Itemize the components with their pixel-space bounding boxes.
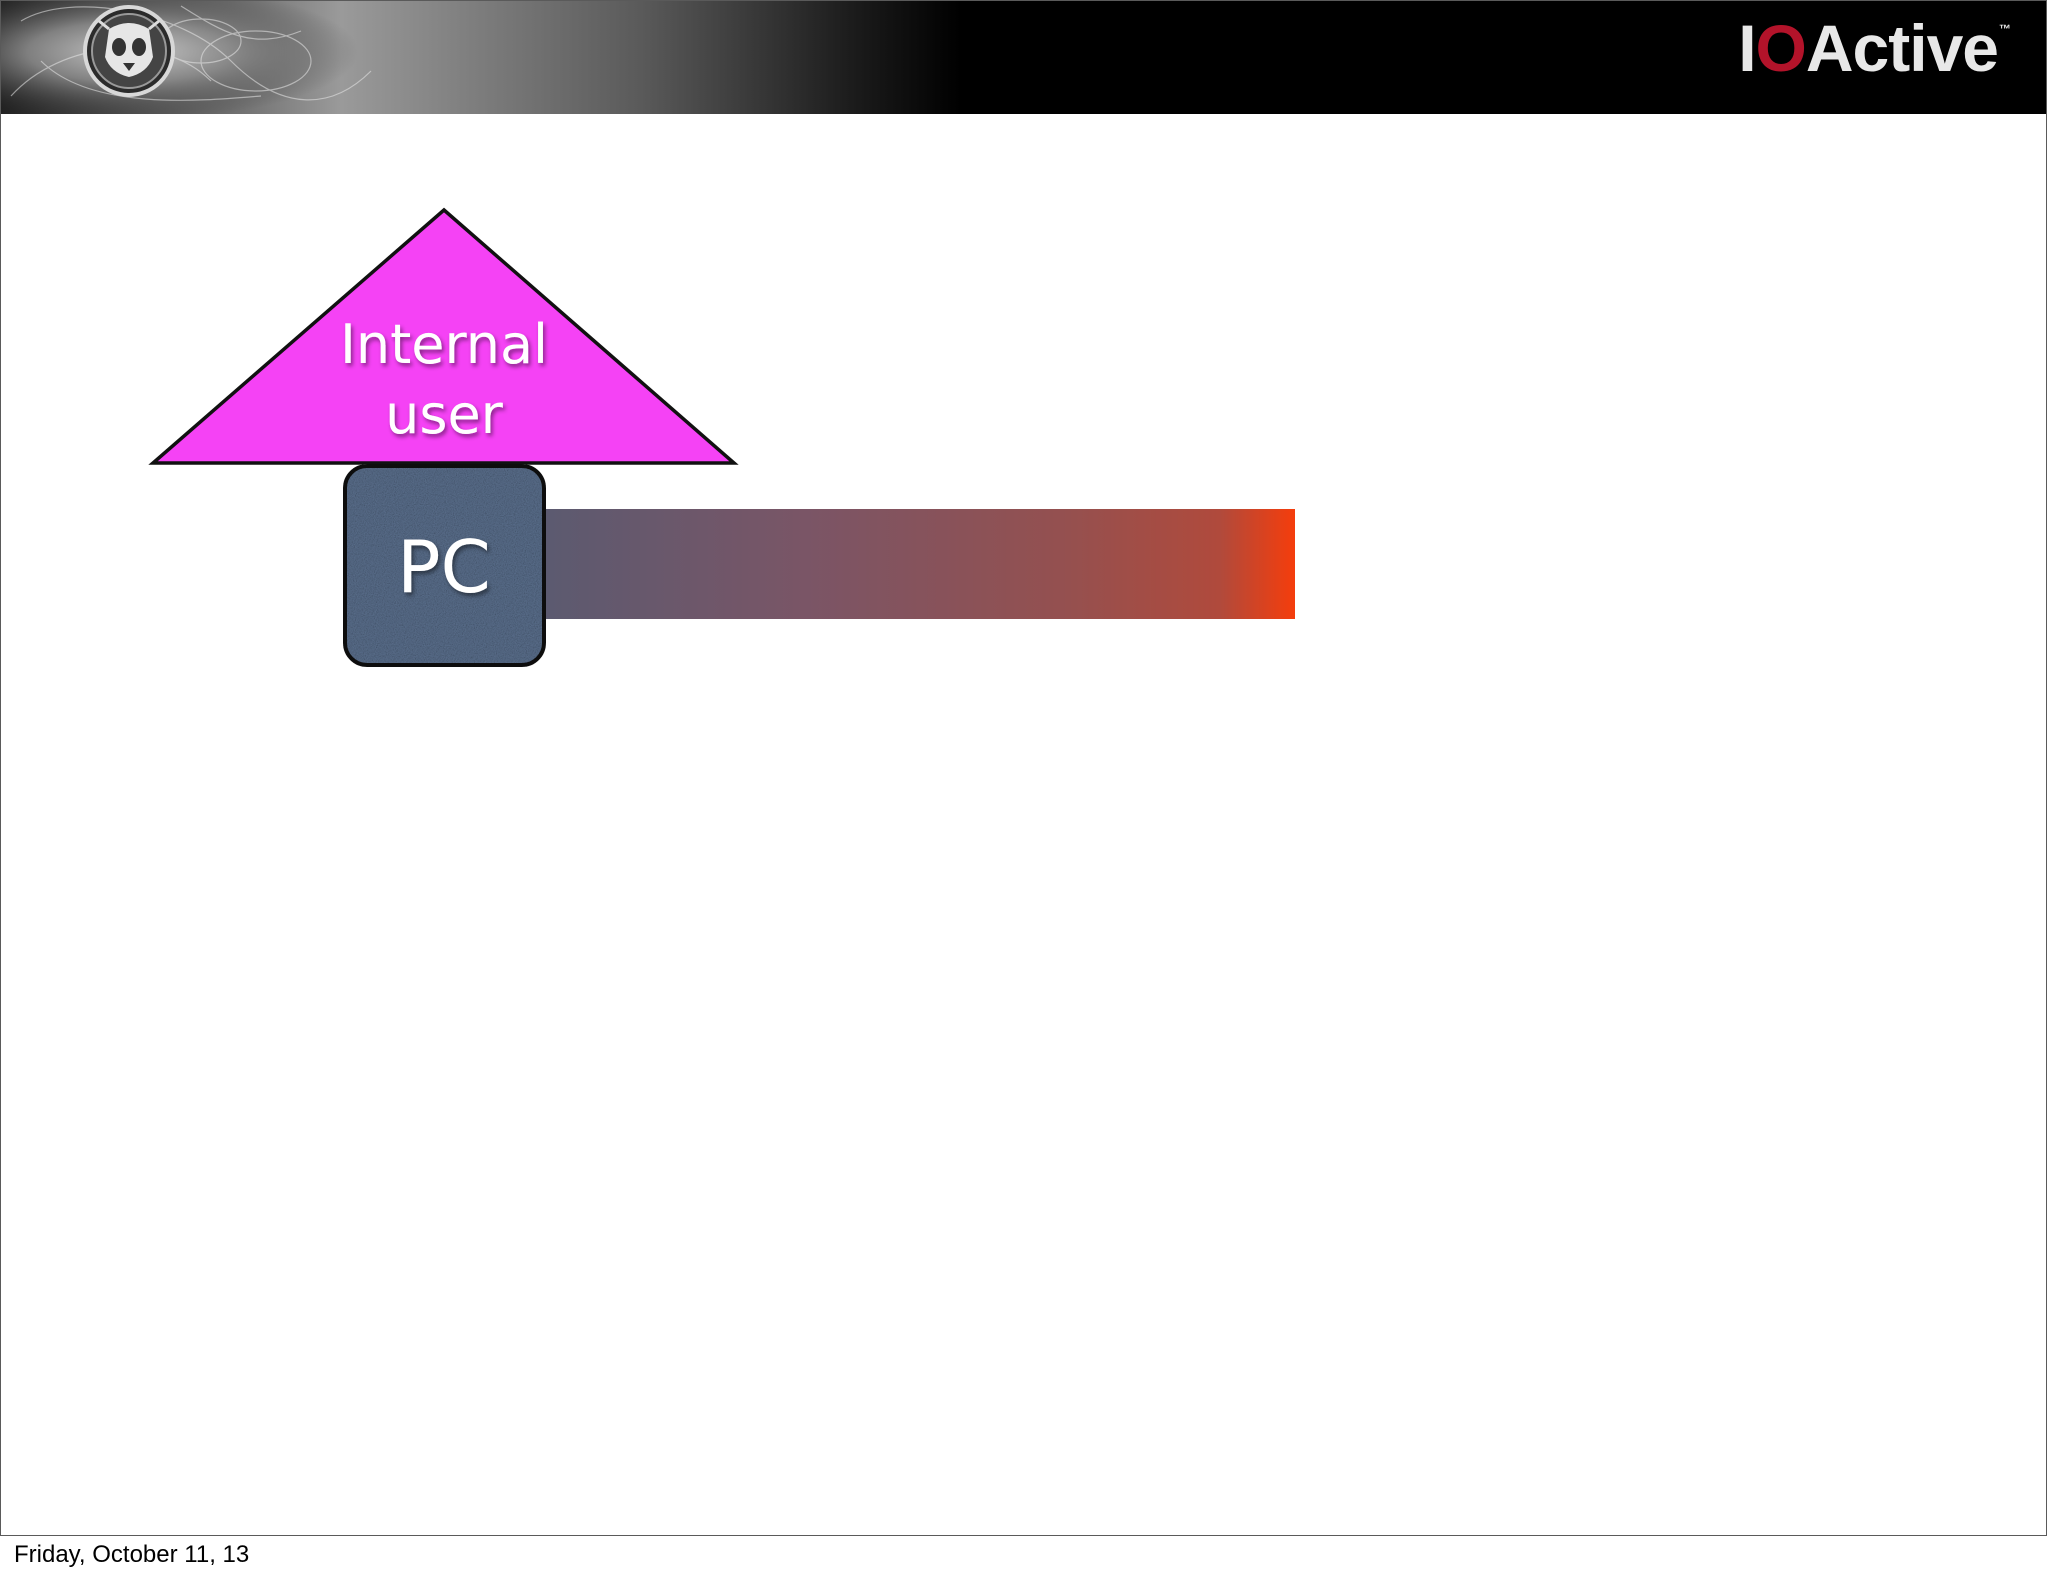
trademark-mark: ™ — [1999, 22, 2011, 36]
logo-suffix: Active — [1805, 11, 1999, 85]
slide: IOActive™ Internal user — [0, 0, 2047, 1536]
pc-box — [343, 464, 546, 667]
network-diagram: Internal user PC — [148, 207, 1295, 667]
internal-user-label-line1: Internal — [340, 313, 548, 376]
ioactive-logo: IOActive™ — [1738, 15, 2011, 81]
pc-label: PC — [397, 525, 491, 609]
internal-user-label-line2: user — [385, 383, 504, 446]
footer-date: Friday, October 11, 13 — [14, 1541, 250, 1568]
skull-emblem-icon — [1, 1, 381, 114]
internal-user-triangle — [148, 207, 739, 465]
header-banner: IOActive™ — [1, 1, 2046, 114]
connection-bar — [541, 509, 1295, 619]
logo-accent-letter: O — [1755, 11, 1807, 85]
logo-prefix: I — [1738, 11, 1756, 85]
